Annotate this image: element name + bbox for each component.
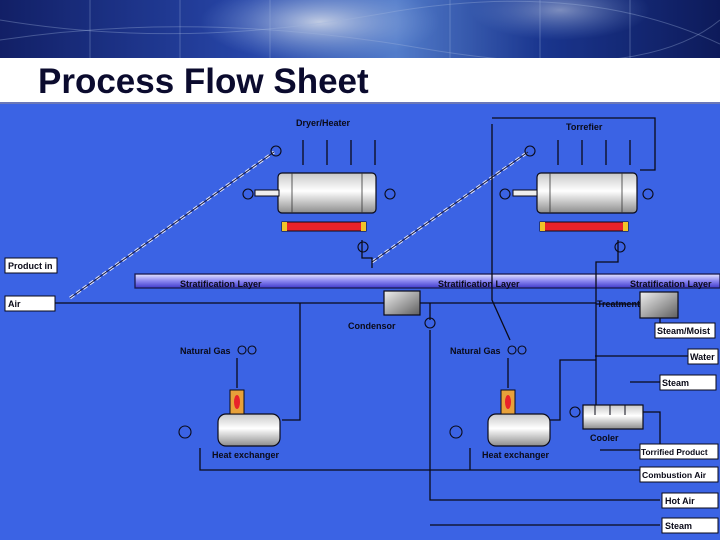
- water-label-box: [687, 348, 719, 365]
- air-label: Air: [8, 299, 21, 309]
- product-in-label: Product in: [8, 261, 53, 271]
- dryer-heater-vessel: [254, 172, 377, 214]
- natural-gas-label-2: Natural Gas: [450, 346, 501, 356]
- page-title: Process Flow Sheet: [38, 62, 369, 101]
- condensor-label: Condensor: [348, 321, 396, 331]
- hot-air-label-box: [661, 492, 719, 509]
- dryer-burner: [281, 221, 367, 232]
- water-label: Water: [690, 352, 715, 362]
- steam-in-label: Steam: [662, 378, 689, 388]
- header-banner: [0, 0, 720, 58]
- product-in-label-box: [4, 257, 58, 274]
- heat-exchanger-2: [487, 389, 551, 447]
- dryer-label: Dryer/Heater: [296, 118, 351, 128]
- heat-exchanger-label-1: Heat exchanger: [212, 450, 280, 460]
- torrefier-label: Torrefier: [566, 122, 603, 132]
- torrefier-burner: [539, 221, 629, 232]
- fan-symbols: [178, 145, 654, 439]
- treatment-unit: [639, 291, 679, 319]
- steam-moist-label: Steam/Moist: [657, 326, 710, 336]
- stratification-layer-label-2: Stratification Layer: [438, 279, 520, 289]
- condensor-unit: [383, 290, 421, 316]
- torrified-product-label: Torrified Product: [641, 447, 708, 457]
- combustion-air-label-box: [639, 466, 719, 483]
- steam-in-label-box: [659, 374, 717, 391]
- heat-exchanger-label-2: Heat exchanger: [482, 450, 550, 460]
- steam-out-label-box: [661, 517, 719, 534]
- title-divider: [0, 102, 720, 104]
- treatment-label: Treatment: [597, 299, 640, 309]
- torrefier-vents: [557, 140, 631, 165]
- banner-graphic: [0, 0, 720, 58]
- process-flow-canvas: Dryer/Heater Torrefier Stratification La…: [0, 104, 720, 540]
- dryer-vents: [302, 140, 376, 165]
- steam-moist-label-box: [654, 322, 716, 339]
- stratification-layer-bar: [134, 273, 720, 289]
- torrefier-vessel: [512, 172, 638, 214]
- hot-air-label: Hot Air: [665, 496, 695, 506]
- stratification-layer-label-1: Stratification Layer: [180, 279, 262, 289]
- natural-gas-label-1: Natural Gas: [180, 346, 231, 356]
- torrified-product-label-box: [639, 443, 719, 460]
- cooler-label: Cooler: [590, 433, 619, 443]
- stratification-layer-label-3: Stratification Layer: [630, 279, 712, 289]
- heat-exchanger-1: [217, 389, 281, 447]
- cooler-unit: [582, 404, 644, 430]
- gas-valves: [237, 345, 527, 355]
- air-label-box: [4, 295, 56, 312]
- combustion-air-label: Combustion Air: [642, 470, 707, 480]
- steam-out-label: Steam: [665, 521, 692, 531]
- process-flow-diagram: Dryer/Heater Torrefier Stratification La…: [0, 104, 720, 540]
